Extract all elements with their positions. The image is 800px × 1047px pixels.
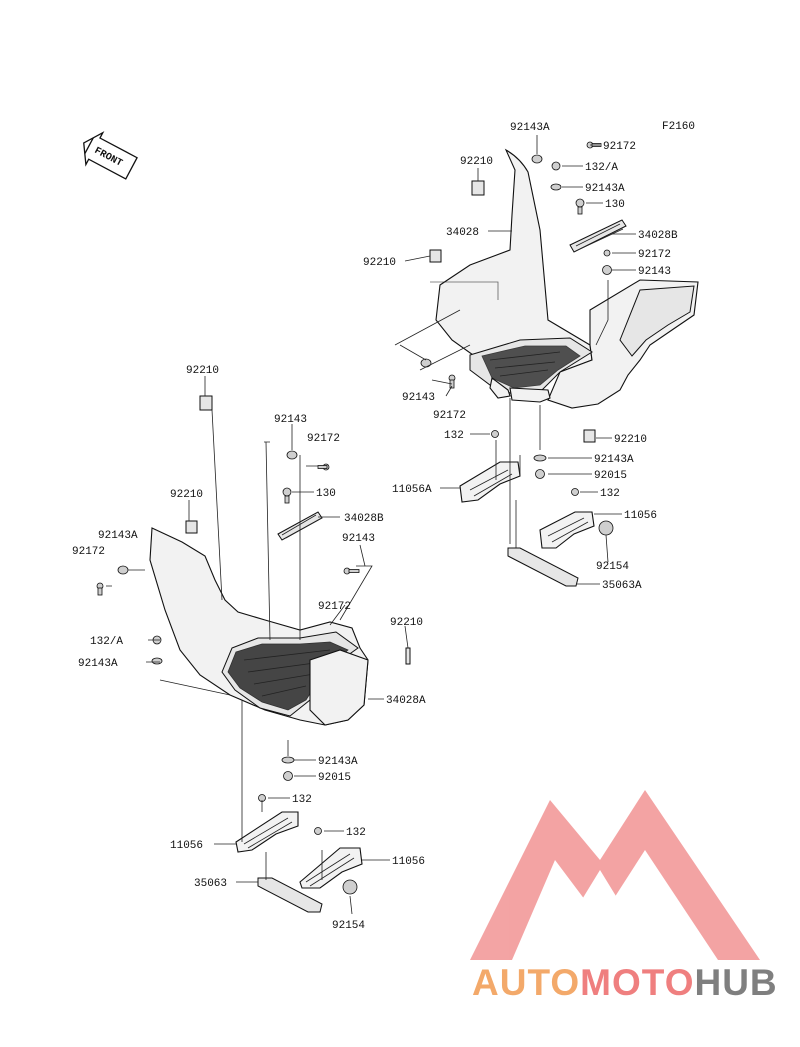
- callout-92154-right: 92154: [596, 561, 629, 573]
- callout-92210-left-b: 92210: [170, 489, 203, 501]
- callout-130-left: 130: [316, 488, 336, 500]
- callout-92172-top: 92172: [603, 141, 636, 153]
- callout-92143-b: 92143: [402, 392, 435, 404]
- callout-92172-left-a: 92172: [307, 433, 340, 445]
- callout-92143a-left-a: 92143A: [98, 530, 138, 542]
- callout-11056-left-a: 11056: [170, 840, 203, 852]
- callout-92210-a: 92210: [460, 156, 493, 168]
- brand-part2: MOTO: [580, 962, 695, 1003]
- footrest-11056a: [459, 461, 521, 503]
- callout-92172-c: 92172: [433, 410, 466, 422]
- callout-11056-right: 11056: [624, 510, 657, 522]
- callout-92210-b: 92210: [363, 257, 396, 269]
- clip-icon: [471, 180, 485, 196]
- callout-92015-left: 92015: [318, 772, 351, 784]
- callout-34028b-left: 34028B: [344, 513, 384, 525]
- left-hardware: [96, 395, 411, 913]
- callout-34028: 34028: [446, 227, 479, 239]
- callout-132a-right: 132/A: [585, 162, 618, 174]
- left-leaders: [106, 376, 409, 915]
- callout-92172-b: 92172: [638, 249, 671, 261]
- callout-34028a: 34028A: [386, 695, 426, 707]
- right-leaders: [394, 135, 636, 585]
- callout-92143a-top: 92143A: [510, 122, 550, 134]
- callout-11056a: 11056A: [392, 484, 432, 496]
- callout-132a-left: 132/A: [90, 636, 123, 648]
- bar-35063a: [507, 547, 579, 587]
- callout-132-left-a: 132: [292, 794, 312, 806]
- callout-92143-a: 92143: [638, 266, 671, 278]
- footrest-11056: [539, 511, 595, 549]
- callout-92143a-b: 92143A: [585, 183, 625, 195]
- brand-part3: HUB: [694, 962, 778, 1003]
- watermark-logo-icon: [470, 790, 760, 960]
- figure-code: F2160: [662, 121, 695, 133]
- callout-92143a-left-b: 92143A: [78, 658, 118, 670]
- callout-92143a-left-c: 92143A: [318, 756, 358, 768]
- left-footboard-assembly: [149, 527, 369, 726]
- callout-132-left-b: 132: [346, 827, 366, 839]
- callout-92015-right: 92015: [594, 470, 627, 482]
- callout-92143a-c: 92143A: [594, 454, 634, 466]
- callout-92172-left-b: 92172: [72, 546, 105, 558]
- callout-132-a: 132: [444, 430, 464, 442]
- washer-icon: [531, 154, 543, 164]
- callout-92210-left-c: 92210: [390, 617, 423, 629]
- callout-92143-left: 92143: [274, 414, 307, 426]
- callout-35063a: 35063A: [602, 580, 642, 592]
- callout-92210-left-a: 92210: [186, 365, 219, 377]
- callout-35063: 35063: [194, 878, 227, 890]
- callout-92210-c: 92210: [614, 434, 647, 446]
- brand-logo: AUTOMOTOHUB: [472, 962, 778, 1004]
- bolt-icon: [551, 161, 561, 171]
- brand-part1: AUTO: [472, 962, 581, 1003]
- callout-92172-left-c: 92172: [318, 601, 351, 613]
- right-footboard-assembly: [435, 148, 699, 409]
- callout-11056-left-b: 11056: [392, 856, 425, 868]
- callout-92143-left-b: 92143: [342, 533, 375, 545]
- callout-132-b: 132: [600, 488, 620, 500]
- right-hardware: [420, 141, 627, 587]
- front-arrow-icon: [83, 131, 138, 180]
- callout-130-right: 130: [605, 199, 625, 211]
- callout-92154-left: 92154: [332, 920, 365, 932]
- callout-34028b-right: 34028B: [638, 230, 678, 242]
